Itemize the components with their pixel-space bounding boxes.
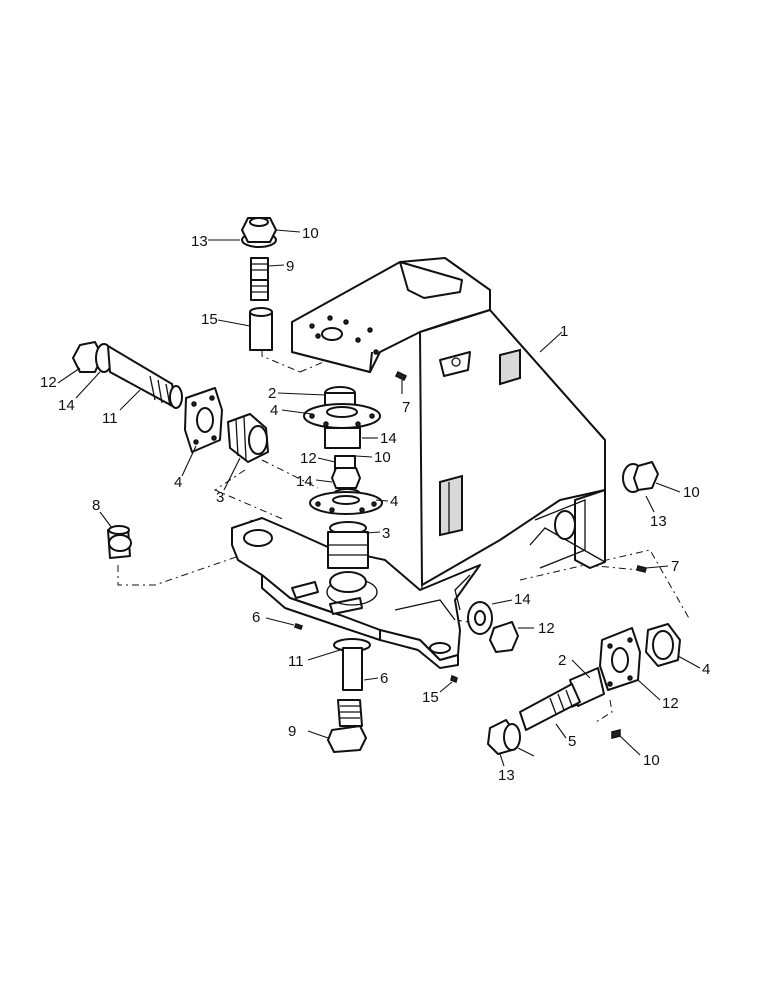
callout-9a: 9 [286,258,294,275]
center-stack [303,386,383,593]
callout-6a: 6 [252,609,260,626]
callout-12c: 12 [538,620,555,637]
callout-13a: 13 [191,233,208,250]
callout-3a: 3 [216,489,224,506]
callout-11a: 11 [102,410,118,427]
callout-2a: 2 [268,385,276,402]
callout-14b: 14 [380,430,397,447]
bottom-bolt-stack [327,638,371,753]
callout-4d: 12 [662,695,679,712]
right-nut-washer [622,461,659,493]
small-pins [294,370,647,739]
right-pin-assembly [487,623,681,755]
main-frame [291,257,606,600]
callout-15b: 2 [558,652,566,669]
callout-15a: 15 [201,311,218,328]
callout-11b: 6 [380,670,388,687]
callout-10b: 10 [374,449,391,466]
callout-12b: 12 [300,450,317,467]
spacer-part [107,525,132,559]
left-flange-bearing [184,387,269,463]
callout-7a: 7 [402,399,410,416]
callout-10c: 10 [683,484,700,501]
callout-13b: 13 [650,513,667,530]
callout-4c: 4 [390,493,398,510]
callout-10a: 10 [302,225,319,242]
callout-8: 8 [92,497,100,514]
callout-3b: 3 [382,525,390,542]
callout-1: 1 [560,323,568,340]
callout-12a: 12 [40,374,57,391]
callout-14a: 14 [58,397,75,414]
callout-12d: 9 [288,723,296,740]
callout-4b: 4 [174,474,182,491]
callout-4a: 4 [270,402,278,419]
callout-5: 10 [643,752,660,769]
callout-labels: 13 10 9 15 1 12 14 11 2 4 7 14 10 4 3 12… [40,225,710,784]
callout-7b: 7 [671,558,679,575]
callout-14e: 11 [288,653,304,670]
callout-9b: 5 [568,733,576,750]
callout-14d: 14 [514,591,531,608]
callout-14c: 14 [296,473,313,490]
center-right-washer-nut [467,601,519,653]
callout-6b: 15 [422,689,439,706]
callout-2b: 4 [702,661,710,678]
callout-10d: 13 [498,767,515,784]
left-pin-assembly [72,341,183,409]
top-bolt-stack [241,217,277,351]
leader-lines [57,229,701,767]
